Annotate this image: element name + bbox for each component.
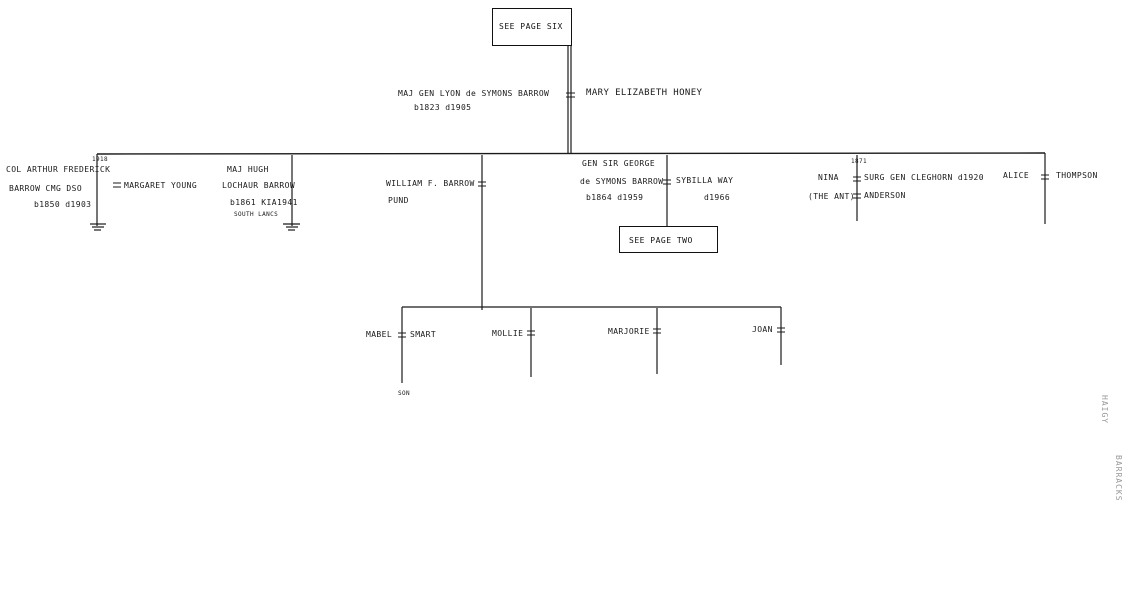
- arthur-name-2: BARROW CMG DSO: [9, 184, 83, 193]
- arthur-name-3: b1850 d1903: [34, 200, 92, 209]
- root-wife-name: MARY ELIZABETH HONEY: [586, 88, 703, 98]
- root-husband-name: MAJ GEN LYON de SYMONS BARROW: [398, 89, 550, 98]
- hugh-name-3: b1861 KIA1941: [230, 198, 298, 207]
- william-name-2: PUND: [388, 196, 409, 205]
- george-spouse-2: d1966: [704, 193, 731, 202]
- see-page-six-box: SEE PAGE SIX: [492, 8, 572, 46]
- alice-name: ALICE: [1003, 171, 1030, 180]
- margin-note-2: BARRACKS: [1114, 455, 1123, 502]
- george-spouse-1: SYBILLA WAY: [676, 176, 734, 185]
- nina-name-2: (THE ANT): [808, 192, 855, 201]
- mabel-spouse: SMART: [410, 330, 437, 339]
- hugh-name-2: LOCHAUR BARROW: [222, 181, 296, 190]
- marjorie-name: MARJORIE: [608, 327, 650, 336]
- nina-name-1: NINA: [818, 173, 839, 182]
- arthur-marker: 1918: [92, 156, 109, 163]
- ground-symbol-arthur: [90, 223, 106, 231]
- william-name-1: WILLIAM F. BARROW: [386, 179, 475, 188]
- see-page-six-text: SEE PAGE SIX: [499, 22, 563, 31]
- root-husband-dates: b1823 d1905: [414, 103, 472, 112]
- nina-spouse-1: SURG GEN CLEGHORN d1920: [864, 173, 984, 182]
- nina-marker: 1871: [851, 158, 868, 165]
- arthur-name-1: COL ARTHUR FREDERICK: [6, 165, 111, 174]
- alice-spouse: THOMPSON: [1056, 171, 1098, 180]
- george-name-3: b1864 d1959: [586, 193, 644, 202]
- mollie-name: MOLLIE: [492, 329, 524, 338]
- hugh-name-1: MAJ HUGH: [227, 165, 269, 174]
- mabel-name: MABEL: [366, 330, 393, 339]
- george-name-1: GEN SIR GEORGE: [582, 159, 656, 168]
- ground-symbol-hugh: [283, 223, 300, 231]
- sibling-bar: [96, 152, 1046, 155]
- marriage-symbols: [113, 92, 1049, 338]
- arthur-spouse: MARGARET YOUNG: [124, 181, 198, 190]
- joan-name: JOAN: [752, 325, 773, 334]
- hugh-name-4: SOUTH LANCS: [234, 211, 279, 218]
- margin-note-1: HAIGY: [1100, 395, 1109, 425]
- nina-spouse-2: ANDERSON: [864, 191, 906, 200]
- see-page-two-box: SEE PAGE TWO: [619, 226, 718, 253]
- mabel-child: SON: [398, 390, 411, 397]
- see-page-two-text: SEE PAGE TWO: [629, 236, 693, 245]
- george-name-2: de SYMONS BARROW: [580, 177, 664, 186]
